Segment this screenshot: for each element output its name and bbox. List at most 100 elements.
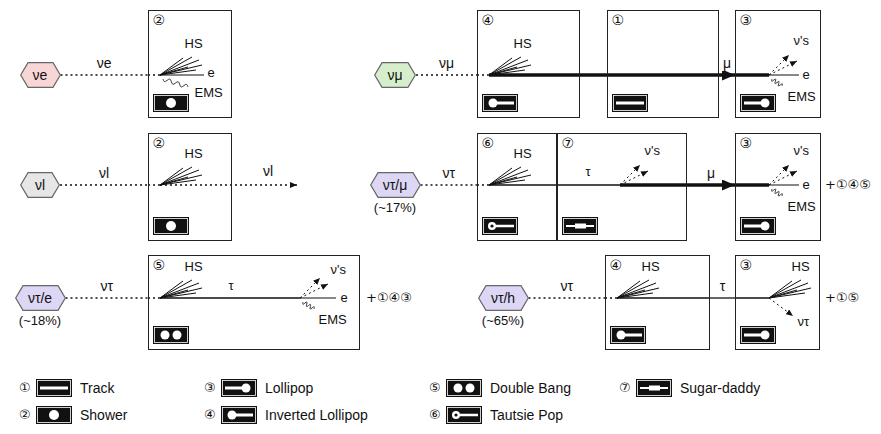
sketch-part <box>562 217 598 235</box>
topology-number: ③ <box>739 257 754 273</box>
topology-symbol <box>153 94 189 112</box>
particle-label: HS <box>184 146 204 162</box>
sketch-part <box>235 414 253 417</box>
sketch-part <box>482 217 518 235</box>
sketch-part <box>166 221 176 231</box>
extra-topologies-note: +①④③ <box>365 290 413 306</box>
sketch-part <box>740 217 776 235</box>
particle-line <box>605 297 617 298</box>
em-shower-squiggle <box>772 79 783 86</box>
sketch-part <box>575 224 586 229</box>
detector-box: ②HSeEMS <box>148 10 232 118</box>
sketch-part <box>742 219 775 234</box>
sketch-part <box>638 381 671 396</box>
sketch-part <box>155 328 188 343</box>
sketch-part <box>223 381 256 396</box>
sketch-part <box>636 379 672 397</box>
particle-line <box>489 180 525 185</box>
detector-box: ③ν'seEMS <box>735 10 821 118</box>
particle-line <box>769 185 799 186</box>
neutrino-path <box>416 74 477 75</box>
legend-text: Inverted Lollipop <box>264 407 369 423</box>
detector-box: ⑦τν's <box>557 133 687 241</box>
particle-line <box>148 184 160 185</box>
sketch-part <box>452 411 460 419</box>
legend-number: ③ <box>203 380 217 396</box>
sketch-part <box>225 387 243 390</box>
edge-label: νe <box>96 55 113 71</box>
hexagon-shape <box>375 63 416 88</box>
particle-line <box>477 74 489 75</box>
sketch-part <box>221 379 257 397</box>
topology-number: ⑤ <box>152 257 167 273</box>
particle-line <box>160 297 300 298</box>
detector-box: ③ν'seEMS <box>735 133 821 241</box>
particle-line <box>617 293 653 298</box>
particle-line <box>620 183 687 187</box>
topology-number: ⑦ <box>561 135 576 151</box>
hexagon-shape <box>21 173 60 198</box>
detector-box: ② HS <box>148 133 232 241</box>
sketch-part <box>458 414 478 417</box>
neutrino-hexagon: ντ/e(~18%) <box>15 285 66 311</box>
particle-line <box>620 171 648 185</box>
particle-line <box>769 171 797 185</box>
sketch-part <box>40 387 68 390</box>
particle-line <box>160 290 188 298</box>
sketch-part <box>49 410 59 420</box>
legend-number: ⑥ <box>428 407 442 423</box>
particle-line <box>489 177 517 185</box>
sketch-part <box>484 96 517 111</box>
neutrino-hexagon: νe <box>20 62 61 88</box>
sketch-part <box>490 224 493 227</box>
particle-label: ν's <box>793 33 810 49</box>
topology-number: ③ <box>739 135 754 151</box>
neutrino-label: νe <box>32 67 49 83</box>
particle-line <box>617 297 710 298</box>
sketch-part <box>161 331 170 340</box>
particle-label: ντ <box>797 314 811 330</box>
legend-text: Track <box>79 380 115 396</box>
topology-symbol <box>610 326 646 344</box>
particle-line <box>160 288 202 298</box>
tau-track <box>710 297 735 298</box>
legend-text: Double Bang <box>489 380 572 396</box>
legend-number: ⑤ <box>428 380 442 396</box>
fraction-note: (~18%) <box>18 313 62 329</box>
topology-symbol <box>612 94 648 112</box>
particle-line <box>160 184 297 185</box>
particle-label: HS <box>184 259 204 275</box>
particle-line <box>160 67 188 75</box>
particle-label: e <box>207 65 216 81</box>
sketch-part <box>153 217 189 235</box>
legend-symbol <box>36 406 72 424</box>
sketch-part <box>448 381 481 396</box>
particle-line <box>160 293 196 298</box>
fraction-note: (~17%) <box>373 200 417 216</box>
sketch-part <box>242 384 251 393</box>
sketch-part <box>36 406 72 424</box>
sketch-part <box>740 326 776 344</box>
topology-number: ④ <box>609 257 624 273</box>
sketch-part <box>744 102 762 105</box>
particle-line <box>735 297 769 298</box>
neutrino-hexagon: ντ/h(~65%) <box>478 285 529 311</box>
sketch-part <box>166 98 176 108</box>
detector-box: ④HS <box>605 255 710 350</box>
particle-label: EMS <box>318 312 348 328</box>
sketch-part <box>482 94 518 112</box>
topology-number: ⑥ <box>481 135 496 151</box>
topology-symbol <box>482 94 518 112</box>
particle-label: HS <box>184 36 204 52</box>
sketch-part <box>484 219 517 234</box>
edge-label: ντ <box>441 165 456 181</box>
sketch-part <box>38 381 71 396</box>
particle-line <box>769 298 793 316</box>
edge-label: ντ <box>99 278 114 294</box>
topology-number: ② <box>152 135 167 151</box>
neutrino-label: ντ/e <box>27 290 53 306</box>
neutrino-path <box>529 297 606 298</box>
sketch-part <box>616 102 644 105</box>
particle-line <box>148 74 160 75</box>
